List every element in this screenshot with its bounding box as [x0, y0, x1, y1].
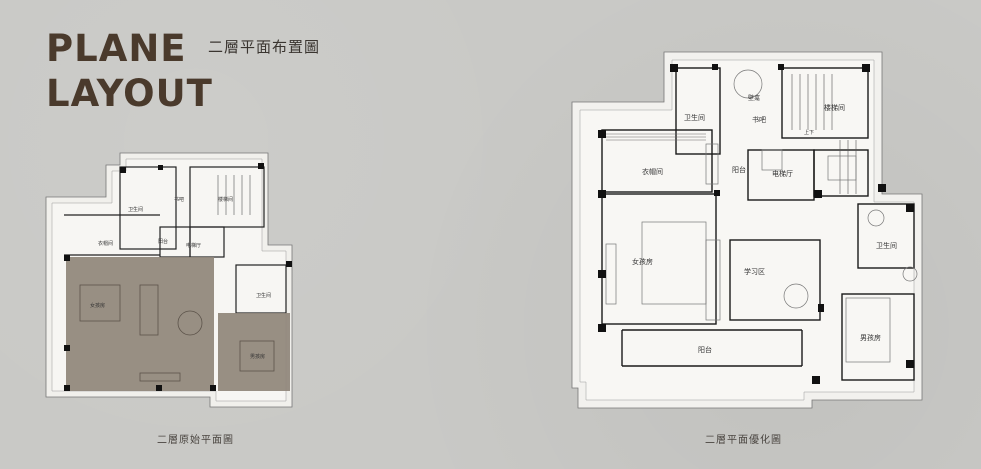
title-line-1: PLANE — [46, 27, 187, 70]
room-label-cloakroom: 衣帽间 — [98, 240, 113, 247]
title-line-2: LAYOUT — [46, 72, 213, 115]
room-label-elevator-hall: 电梯厅 — [186, 242, 201, 249]
room-label-study: 书吧 — [752, 115, 766, 124]
room-label-up: 上下 — [804, 129, 814, 136]
room-label-balcony: 阳台 — [158, 238, 168, 245]
room-label-bathroom2: 卫生间 — [256, 292, 271, 299]
original-plan-caption: 二層原始平面圖 — [157, 435, 234, 446]
room-label-balcony-small: 阳台 — [732, 165, 746, 174]
room-label-stairwell: 楼梯间 — [824, 103, 845, 112]
room-label-study: 书吧 — [174, 196, 184, 203]
room-label-bathroom1: 卫生间 — [128, 206, 143, 213]
page-title: PLANE LAYOUT — [46, 26, 213, 116]
room-label-wall-unit: 壁龛 — [748, 94, 760, 102]
room-label-elevator-hall: 电梯厅 — [772, 169, 793, 178]
room-label-balcony: 阳台 — [698, 345, 712, 354]
room-label-study-area: 学习区 — [744, 267, 765, 276]
optimized-floor-plan: 卫生间 壁龛 书吧 楼梯间 上下 衣帽间 阳台 电梯厅 女孩房 学习区 卫生间 … — [571, 51, 923, 409]
highlight-zone-boys — [218, 313, 290, 391]
room-label-boys-room: 男孩房 — [250, 353, 265, 360]
room-label-cloakroom: 衣帽间 — [642, 167, 663, 176]
room-label-bathroom1: 卫生间 — [684, 113, 705, 122]
room-label-girls-room: 女孩房 — [632, 257, 653, 266]
room-label-boys-room: 男孩房 — [860, 333, 881, 342]
optimized-plan-caption: 二層平面優化圖 — [705, 435, 782, 446]
page-subtitle: 二層平面布置圖 — [208, 38, 321, 56]
room-label-stairwell: 楼梯间 — [218, 196, 233, 203]
room-label-bathroom2: 卫生间 — [876, 241, 897, 250]
original-floor-plan: 卫生间 书吧 楼梯间 衣帽间 阳台 电梯厅 卫生间 女孩房 男孩房 — [45, 152, 293, 408]
room-label-girls-room: 女孩房 — [90, 302, 105, 309]
